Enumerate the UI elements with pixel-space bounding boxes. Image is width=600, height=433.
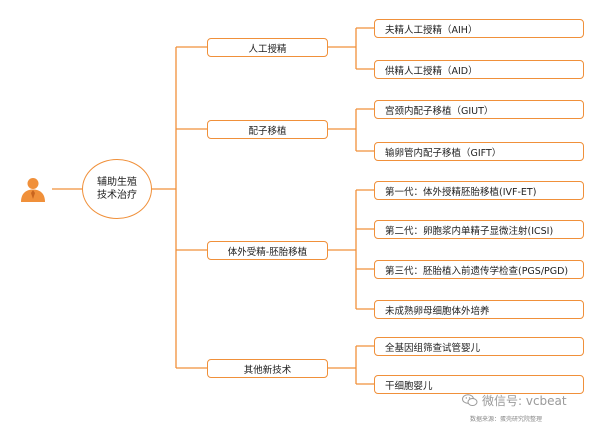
leaf-gift: 输卵管内配子移植（GIFT） [374,142,584,161]
leaf-aih: 夫精人工授精（AIH） [374,19,584,38]
leaf-aid: 供精人工授精（AID） [374,60,584,79]
leaf-giut: 宫颈内配子移植（GIUT） [374,100,584,119]
branch-label: 体外受精-胚胎移植 [227,246,308,258]
watermark-text: 微信号: vcbeat [482,394,567,408]
leaf-label: 输卵管内配子移植（GIFT） [385,147,502,159]
root-node: 辅助生殖技术治疗 [82,159,152,219]
leaf-ivm: 未成熟卵母细胞体外培养 [374,300,584,319]
leaf-whole-genome-screening: 全基因组筛查试管婴儿 [374,337,584,356]
leaf-icsi-gen2: 第二代：卵胞浆内单精子显微注射(ICSI) [374,220,584,239]
leaf-label: 第二代：卵胞浆内单精子显微注射(ICSI) [385,225,554,237]
branch-artificial-insemination: 人工授精 [207,38,328,57]
wechat-icon [462,394,478,406]
leaf-label: 干细胞婴儿 [385,380,433,392]
watermark: 微信号: vcbeat [462,392,567,409]
leaf-label: 供精人工授精（AID） [385,65,478,77]
leaf-label: 第一代：体外授精胚胎移植(IVF-ET) [385,186,537,198]
branch-label: 配子移植 [248,125,287,137]
person-icon [21,178,45,202]
leaf-stem-cell-baby: 干细胞婴儿 [374,375,584,394]
root-label: 辅助生殖技术治疗 [97,177,137,201]
leaf-label: 第三代：胚胎植入前遗传学检查(PGS/PGD) [385,265,569,277]
leaf-label: 夫精人工授精（AIH） [385,24,478,36]
leaf-pgs-pgd-gen3: 第三代：胚胎植入前遗传学检查(PGS/PGD) [374,260,584,279]
branch-gamete-transfer: 配子移植 [207,120,328,139]
branch-other-technologies: 其他新技术 [207,359,328,378]
leaf-ivf-et-gen1: 第一代：体外授精胚胎移植(IVF-ET) [374,181,584,200]
leaf-label: 未成熟卵母细胞体外培养 [385,305,490,317]
branch-label: 人工授精 [248,43,287,55]
branch-label: 其他新技术 [243,364,292,376]
leaf-label: 全基因组筛查试管婴儿 [385,342,481,354]
source-note: 数据来源：蛋壳研究院整理 [470,416,543,423]
branch-ivf-et: 体外受精-胚胎移植 [207,241,328,260]
leaf-label: 宫颈内配子移植（GIUT） [385,105,494,117]
